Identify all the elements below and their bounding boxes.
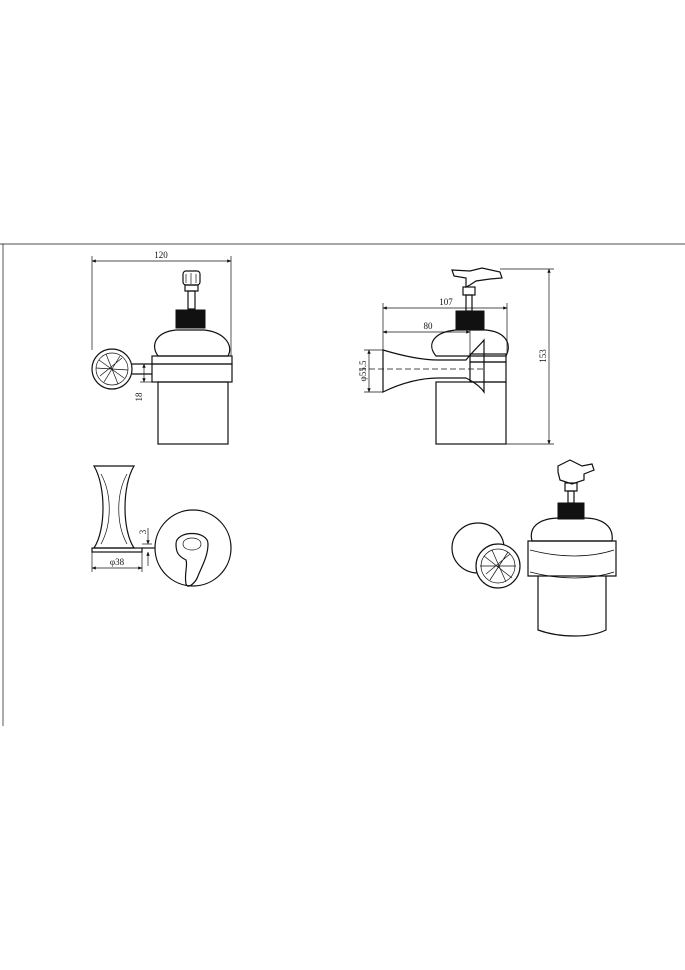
plan-view — [154, 509, 232, 587]
sheet-frame — [0, 243, 685, 726]
dim-153-label: 153 — [538, 349, 548, 363]
holder-ring-side — [469, 353, 507, 363]
dim-diameter-label: φ55.5 — [358, 360, 368, 381]
bracket-profile-view: φ38 3 — [91, 465, 155, 572]
holder-band-side — [469, 361, 507, 383]
iso-ring — [527, 540, 617, 577]
dim-width: 120 — [91, 250, 232, 356]
isometric-view — [451, 459, 617, 637]
dim-diameter: φ55.5 — [358, 349, 383, 393]
pump-head — [182, 270, 201, 310]
dim-107-label: 107 — [439, 297, 453, 307]
bottle-shoulder — [154, 329, 231, 357]
iso-shoulder — [530, 517, 613, 542]
bottle-glass-side — [435, 381, 507, 445]
dim-phi38: φ38 — [91, 552, 143, 572]
bracket-base — [91, 547, 143, 553]
bracket-profile — [92, 465, 136, 549]
dim-thickness-label: 3 — [138, 529, 148, 534]
holder-arm — [382, 338, 485, 394]
holder-ring — [151, 355, 233, 365]
dim-phi38-label: φ38 — [110, 557, 125, 567]
bottle-shoulder-side — [431, 329, 509, 357]
iso-bottle — [537, 576, 607, 637]
dim-153: 153 — [500, 268, 554, 445]
plan-lever — [175, 532, 209, 587]
side-view: 107 80 153 φ55.5 — [358, 267, 554, 445]
front-view: 120 18 — [91, 250, 233, 445]
dim-80: 80 — [382, 321, 471, 354]
dim-80-label: 80 — [424, 321, 434, 331]
dim-height: 18 — [134, 363, 152, 402]
dim-width-label: 120 — [154, 250, 168, 260]
plan-circle — [154, 509, 232, 587]
dim-height-label: 18 — [134, 392, 144, 402]
bottle-glass — [157, 381, 229, 445]
iso-rosette — [475, 543, 521, 589]
iso-pump — [557, 459, 595, 520]
dim-thickness: 3 — [138, 528, 152, 566]
pump-collar — [175, 309, 206, 329]
wall-rosette — [91, 348, 152, 390]
holder-band — [151, 363, 233, 383]
dim-107: 107 — [382, 297, 508, 354]
pump-lever — [451, 267, 503, 312]
